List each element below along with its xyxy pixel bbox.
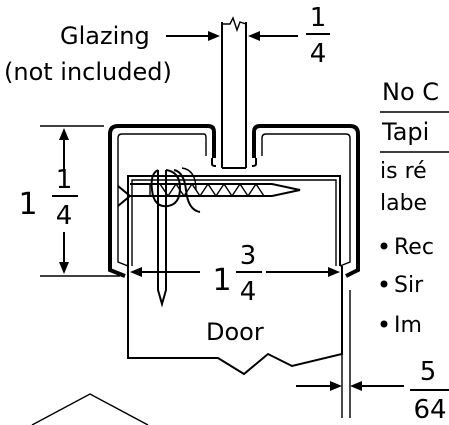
dim-width-num: 3	[240, 241, 257, 271]
note-bullet-2: Sir	[394, 273, 424, 298]
bullet-dot-1	[380, 242, 388, 250]
door-body	[127, 175, 343, 376]
notes-block: No C Tapi is ré labe Rec Sir Im	[380, 78, 449, 338]
dim-glazing-num: 1	[310, 3, 327, 33]
note-line-4: labe	[380, 191, 427, 216]
dim-height: 1 1 4	[18, 125, 120, 277]
dim-height-num: 1	[56, 165, 73, 195]
not-included-label: (not included)	[4, 58, 172, 86]
dim-height-whole: 1	[18, 187, 37, 222]
door-label: Door	[206, 318, 264, 346]
dim-glazing-thickness: 1 4	[172, 3, 330, 69]
bullet-dot-3	[380, 320, 388, 328]
dim-width: 1 3 4	[130, 241, 340, 307]
note-bullet-1: Rec	[394, 235, 434, 260]
dim-width-whole: 1	[212, 263, 231, 298]
dim-width-den: 4	[240, 277, 257, 307]
bullet-dot-2	[380, 280, 388, 288]
note-bullet-3: Im	[394, 313, 422, 338]
dim-gap: 5 64	[296, 290, 449, 425]
nail-clip	[150, 167, 201, 308]
dim-height-den: 4	[56, 201, 73, 231]
dim-glazing-den: 4	[310, 39, 327, 69]
dim-gap-den: 64	[413, 395, 446, 425]
frame-channel	[108, 124, 360, 278]
note-line-1: No C	[382, 78, 439, 106]
screw	[130, 182, 301, 198]
note-line-2: Tapi	[381, 118, 429, 146]
glazing-label: Glazing	[60, 22, 150, 50]
dim-gap-num: 5	[420, 357, 437, 387]
partial-shape	[31, 393, 149, 425]
glazing-panel	[221, 16, 247, 169]
note-line-3: is ré	[380, 159, 427, 184]
